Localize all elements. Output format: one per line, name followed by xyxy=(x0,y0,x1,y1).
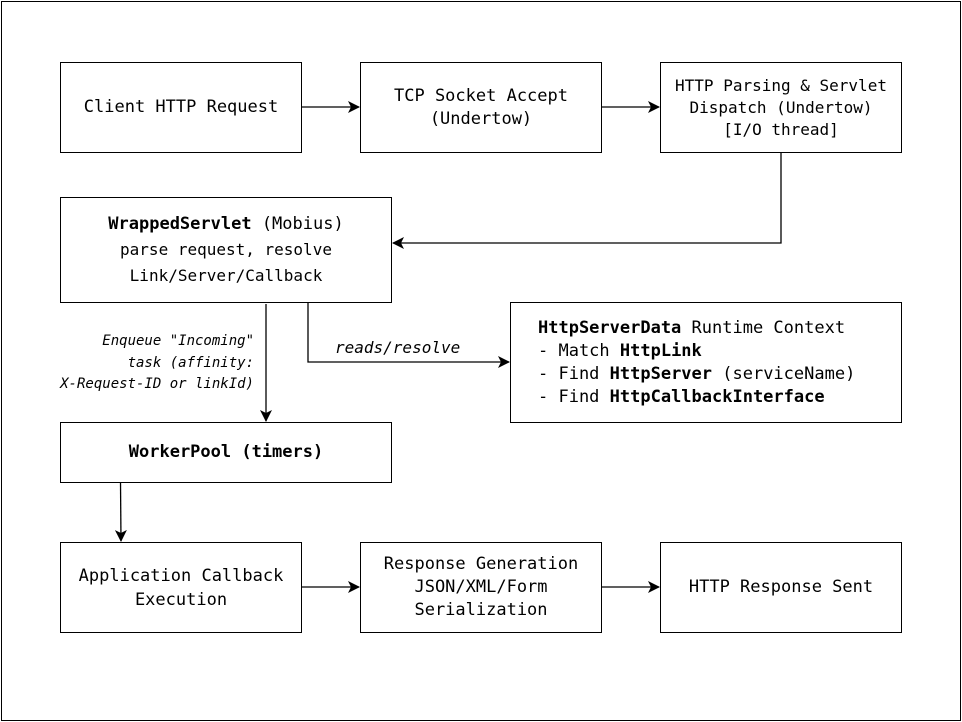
node-label-line1: TCP Socket Accept xyxy=(394,85,568,106)
edge-servlet-to-serverdata xyxy=(307,302,510,368)
node-label-line2: JSON/XML/Form xyxy=(414,577,548,597)
node-label-line3: Link/Server/Callback xyxy=(129,266,323,285)
node-label: Client HTTP Request xyxy=(83,97,279,117)
ctx-item-prefix: - Match xyxy=(538,340,620,361)
edge-label-reads-resolve: reads/resolve xyxy=(335,338,461,357)
node-application-callback: Application Callback Execution xyxy=(60,542,302,633)
edge-parsing-to-servlet xyxy=(392,152,782,249)
ctx-title: HttpServerData Runtime Context xyxy=(538,317,845,340)
node-label-line1: Application Callback xyxy=(78,565,284,586)
node-wrapped-servlet: WrappedServlet (Mobius) parse request, r… xyxy=(60,197,392,303)
node-title: WrappedServlet (Mobius) xyxy=(108,211,343,237)
ctx-item-bold: HttpServer xyxy=(609,363,713,384)
node-label-line1: Response Generation xyxy=(383,554,579,574)
node-label-line2: (Undertow) xyxy=(429,108,533,129)
node-label: WorkerPool (timers) xyxy=(128,442,324,462)
node-label-line1: HTTP Parsing & Servlet xyxy=(675,75,887,95)
ctx-item-bold: HttpCallbackInterface xyxy=(609,386,825,407)
node-label-line2: Dispatch (Undertow) xyxy=(689,97,873,117)
node-label-line3: Serialization xyxy=(414,600,548,620)
ctx-item-rest: (serviceName) xyxy=(712,363,856,384)
ctx-item-prefix: - Find xyxy=(538,386,610,407)
node-label-line3: [I/O thread] xyxy=(723,119,839,139)
edge-workerpool-to-callback xyxy=(114,481,127,542)
node-worker-pool: WorkerPool (timers) xyxy=(60,422,392,483)
node-http-response-sent: HTTP Response Sent xyxy=(660,542,902,633)
node-label-line2: Execution xyxy=(134,589,228,610)
edge-label-line1: Enqueue "Incoming" xyxy=(102,333,254,349)
ctx-item-match-link: - Match HttpLink xyxy=(538,340,702,363)
node-tcp-socket-accept: TCP Socket Accept (Undertow) xyxy=(360,62,602,153)
edge-label-enqueue: Enqueue "Incoming" task (affinity: X-Req… xyxy=(30,331,254,396)
edge-label-line2: task (affinity: xyxy=(127,354,254,371)
node-client-http-request: Client HTTP Request xyxy=(60,62,302,153)
node-http-server-data: HttpServerData Runtime Context - Match H… xyxy=(510,302,902,423)
node-label: HTTP Response Sent xyxy=(688,577,874,597)
node-title-rest: (Mobius) xyxy=(251,214,344,234)
node-http-parsing-dispatch: HTTP Parsing & Servlet Dispatch (Underto… xyxy=(660,62,902,153)
ctx-title-rest: Runtime Context xyxy=(681,317,846,338)
edge-label-line3: X-Request-ID or linkId) xyxy=(60,376,254,392)
node-title-bold: WrappedServlet xyxy=(108,214,252,234)
ctx-item-find-server: - Find HttpServer (serviceName) xyxy=(538,363,855,386)
ctx-title-bold: HttpServerData xyxy=(538,317,682,338)
node-response-generation: Response Generation JSON/XML/Form Serial… xyxy=(360,542,602,633)
node-label-line2: parse request, resolve xyxy=(120,240,332,259)
ctx-item-bold: HttpLink xyxy=(619,340,702,361)
ctx-item-prefix: - Find xyxy=(538,363,610,384)
ctx-item-find-callback: - Find HttpCallbackInterface xyxy=(538,386,825,409)
